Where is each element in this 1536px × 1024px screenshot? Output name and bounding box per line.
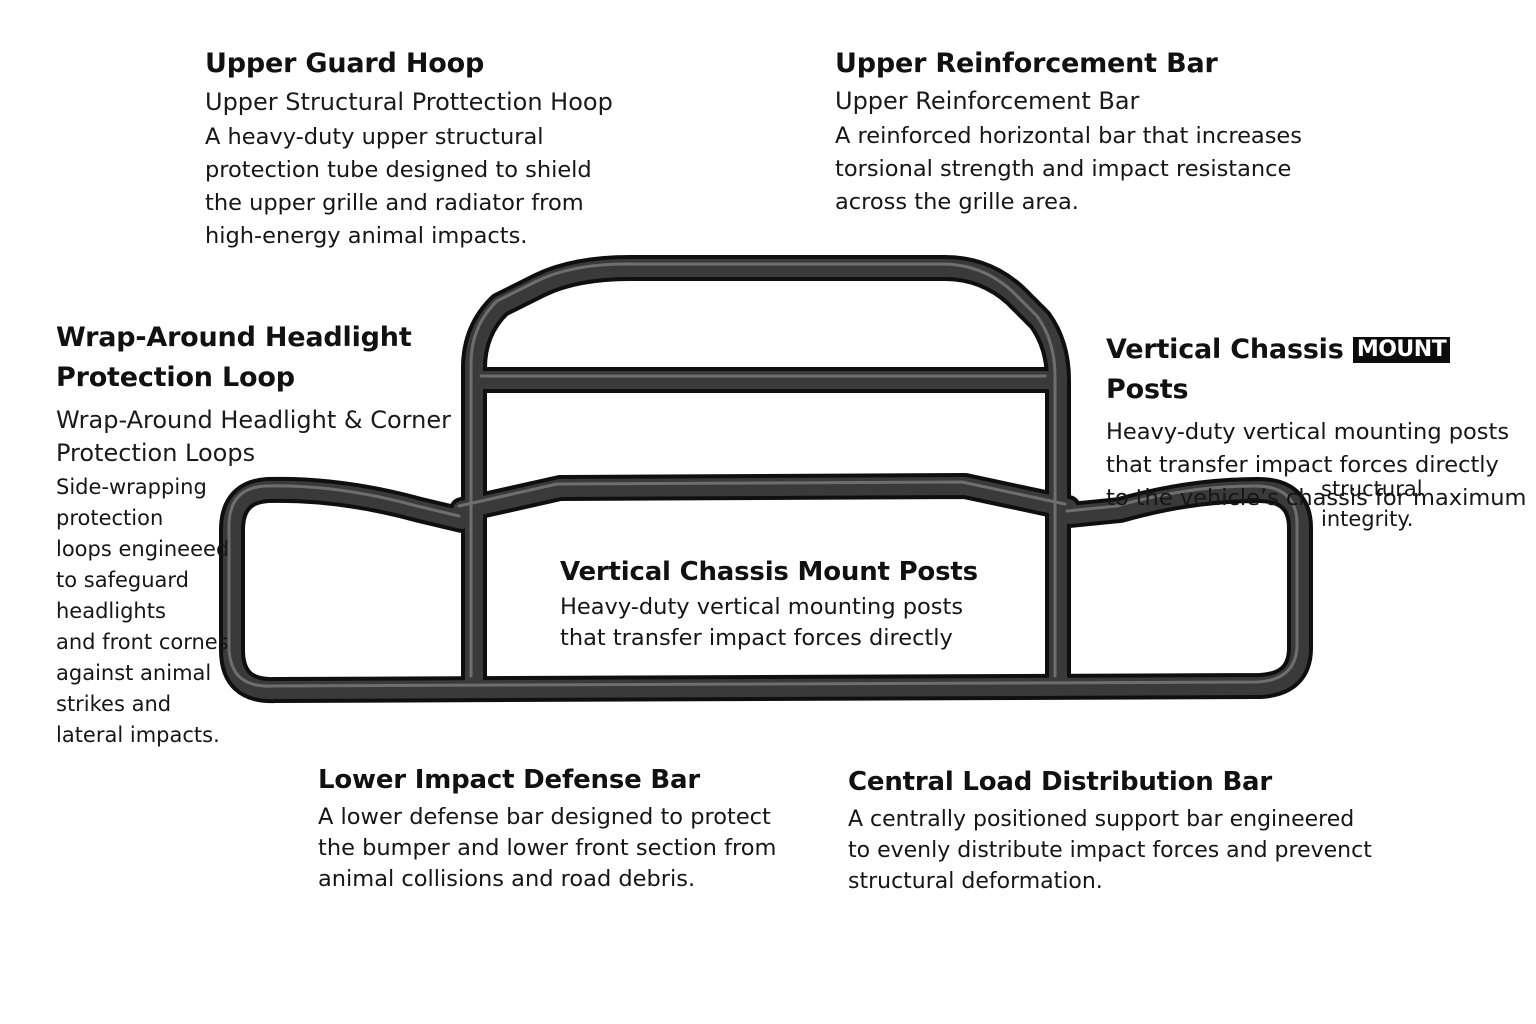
vertical-posts-right-title-end: Posts	[1106, 374, 1189, 405]
wrap-around-loop-desc-line: Side-wrapping	[56, 475, 207, 499]
upper-guard-hoop-desc-line: high-energy animal impacts.	[205, 223, 528, 249]
vertical-posts-right-title-start: Vertical Chassis	[1106, 334, 1344, 365]
wrap-around-loop-desc-line: and front cornes	[56, 630, 229, 654]
wrap-around-loop-desc-line: to safeguard	[56, 568, 189, 592]
vertical-posts-right-desc-tail: structural integrity.	[1321, 474, 1423, 534]
central-load-bar-title: Central Load Distribution Bar	[848, 767, 1273, 797]
wrap-around-loop-title: Wrap-Around Headlight	[56, 322, 412, 353]
vertical-posts-right-desc-line: that transfer impact forces directly	[1106, 452, 1499, 478]
wrap-around-loop-annotation: Wrap-Around Headlight Protection Loop Wr…	[56, 318, 451, 751]
wrap-around-loop-desc-line: lateral impacts.	[56, 723, 220, 747]
lower-impact-bar-desc-line: A lower defense bar designed to protect	[318, 804, 771, 830]
wrap-around-loop-desc-line: strikes and	[56, 692, 172, 716]
vertical-posts-center-title: Vertical Chassis Mount Posts	[560, 557, 978, 587]
vertical-posts-right-desc-line: structural	[1321, 477, 1423, 501]
upper-reinforcement-bar-subtitle: Upper Reinforcement Bar	[835, 87, 1140, 115]
vertical-posts-right-annotation: Vertical Chassis MOUNT Posts Heavy-duty …	[1106, 330, 1536, 515]
upper-reinforcement-bar-desc-line: torsional strength and impact resistance	[835, 156, 1292, 182]
vertical-posts-right-title: Vertical Chassis MOUNT Posts	[1106, 330, 1536, 410]
lower-impact-bar-annotation: Lower Impact Defense Bar A lower defense…	[318, 760, 776, 895]
vertical-posts-center-desc-line: that transfer impact forces directly	[560, 625, 953, 651]
vertical-posts-right-desc-line: to the vehicle’s chassis for maximum	[1106, 485, 1527, 511]
vertical-posts-right-desc-line: integrity.	[1321, 507, 1414, 531]
upper-reinforcement-bar-annotation: Upper Reinforcement Bar Upper Reinforcem…	[835, 44, 1302, 219]
wrap-around-loop-subtitle: Protection Loops	[56, 439, 256, 467]
wrap-around-loop-title: Protection Loop	[56, 362, 295, 393]
upper-reinforcement-bar-desc-line: A reinforced horizontal bar that increas…	[835, 123, 1302, 149]
upper-reinforcement-bar-desc-line: across the grille area.	[835, 189, 1079, 215]
wrap-around-loop-subtitle: Wrap-Around Headlight & Corner	[56, 406, 451, 434]
upper-guard-hoop-annotation: Upper Guard Hoop Upper Structural Protte…	[205, 44, 613, 253]
central-load-bar-desc-line: to evenly distribute impact forces and p…	[848, 838, 1372, 863]
upper-guard-hoop-desc-line: A heavy-duty upper structural	[205, 124, 544, 150]
vertical-posts-center-annotation: Vertical Chassis Mount Posts Heavy-duty …	[560, 552, 978, 654]
lower-impact-bar-desc-line: the bumper and lower front section from	[318, 835, 777, 861]
mount-label-badge: MOUNT	[1352, 337, 1451, 363]
vertical-posts-center-desc-line: Heavy-duty vertical mounting posts	[560, 594, 964, 620]
upper-guard-hoop-desc-line: protection tube designed to shield	[205, 157, 592, 183]
wrap-around-loop-desc-line: protection	[56, 506, 164, 530]
upper-guard-hoop-title: Upper Guard Hoop	[205, 48, 485, 79]
upper-reinforcement-bar-title: Upper Reinforcement Bar	[835, 48, 1218, 79]
wrap-around-loop-desc-line: against animal	[56, 661, 212, 685]
central-load-bar-annotation: Central Load Distribution Bar A centrall…	[848, 762, 1372, 897]
lower-impact-bar-desc-line: animal collisions and road debris.	[318, 866, 696, 892]
upper-guard-hoop-desc-line: the upper grille and radiator from	[205, 190, 584, 216]
wrap-around-loop-desc-line: loops engineeed	[56, 537, 230, 561]
upper-guard-hoop-subtitle: Upper Structural Prottection Hoop	[205, 88, 613, 116]
lower-impact-bar-title: Lower Impact Defense Bar	[318, 765, 700, 795]
vertical-posts-right-desc-line: Heavy-duty vertical mounting posts	[1106, 419, 1510, 445]
wrap-around-loop-desc-line: headlights	[56, 599, 166, 623]
central-load-bar-desc-line: A centrally positioned support bar engin…	[848, 807, 1355, 832]
central-load-bar-desc-line: structural deformation.	[848, 869, 1103, 894]
